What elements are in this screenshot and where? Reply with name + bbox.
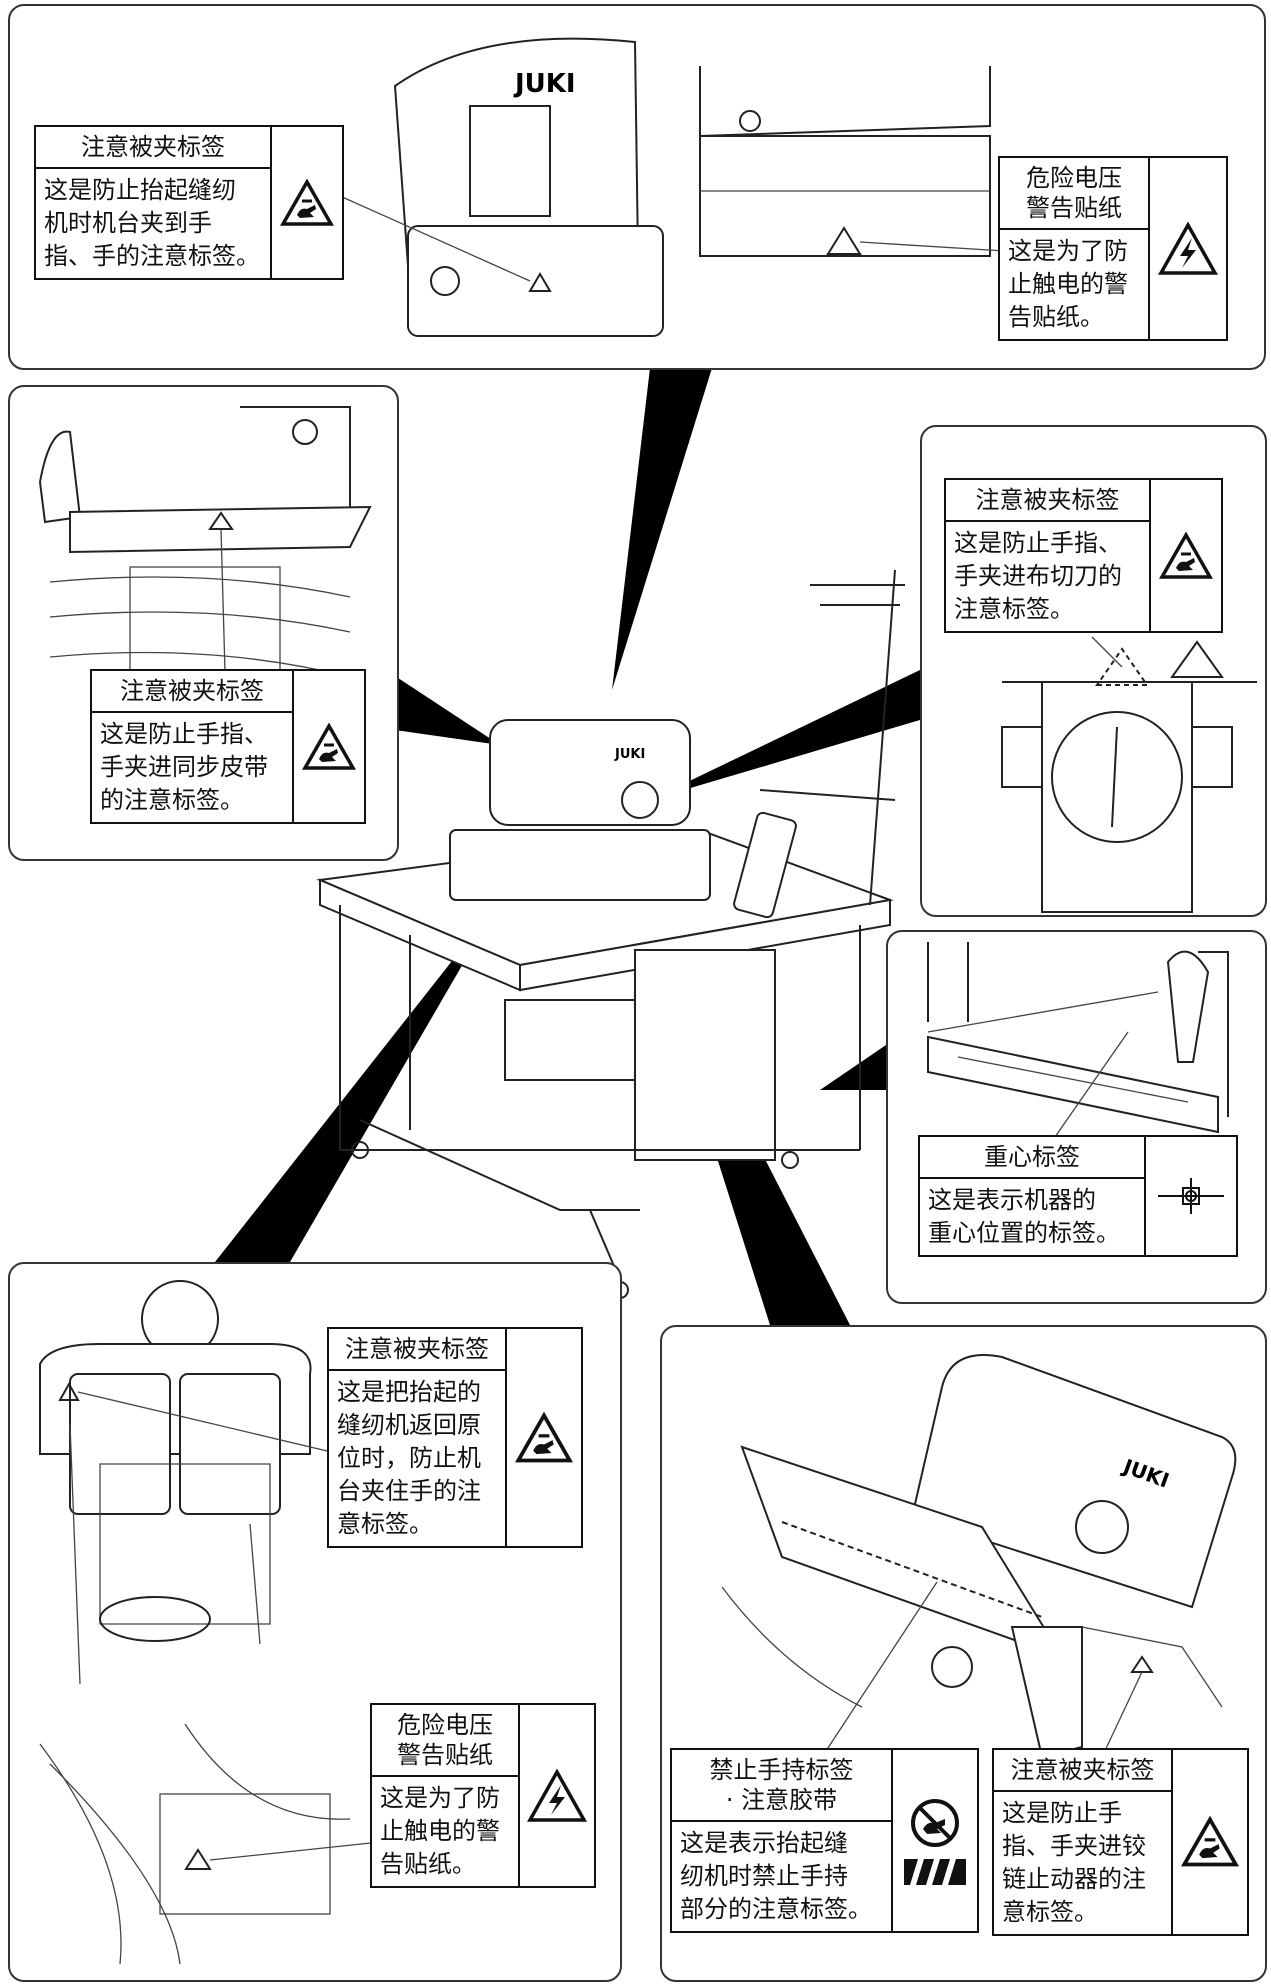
label-body: 这是表示机器的 重心位置的标签。 [920, 1179, 1146, 1255]
hand-pinch-warning-icon [1159, 531, 1213, 579]
hand-pinch-warning-icon [280, 178, 334, 226]
panel-gravity-illustration [927, 942, 1229, 1148]
label-body: 这是为了防 止触电的警 告贴纸。 [372, 1777, 520, 1886]
panel-top-illustration: JUKI [339, 37, 1006, 337]
label-bottom-left-upper: 注意被夹标签 这是把抬起的 缝纫机返回原 位时，防止机 台夹住手的注 意标签。 [327, 1327, 583, 1548]
head-brand: JUKI [513, 69, 576, 99]
wedge-bottom-left [215, 900, 500, 1262]
label-title: 危险电压 警告贴纸 [1000, 158, 1150, 230]
label-title: 重心标签 [920, 1137, 1146, 1179]
hand-pinch-warning-icon [1181, 1816, 1239, 1867]
label-top-right: 危险电压 警告贴纸 这是为了防 止触电的警 告贴纸。 [998, 156, 1228, 341]
wedge-mid-right [650, 670, 920, 800]
label-title: 注意被夹标签 [36, 127, 272, 169]
label-title: 注意被夹标签 [329, 1329, 507, 1371]
panel-bottom-left-illustration [39, 1280, 381, 1965]
high-voltage-warning-icon [1158, 221, 1218, 275]
center-of-gravity-icon [1158, 1178, 1224, 1214]
label-top-left: 注意被夹标签 这是防止抬起缝纫 机时机台夹到手 指、手的注意标签。 [34, 125, 344, 280]
wedge-top [612, 368, 712, 690]
panel-bottom-left [8, 1262, 622, 1982]
pinch-location-marker [528, 272, 552, 292]
label-bottom-right-left: 禁止手持标签 · 注意胶带 这是表示抬起缝 纫机时禁止手持 部分的注意标签。 [670, 1748, 979, 1933]
label-title: 禁止手持标签 · 注意胶带 [672, 1750, 893, 1822]
wedge-right-gravity [820, 1045, 886, 1090]
label-body: 这是表示抬起缝 纫机时禁止手持 部分的注意标签。 [672, 1822, 893, 1931]
label-gravity: 重心标签 这是表示机器的 重心位置的标签。 [918, 1135, 1238, 1257]
voltage-location-marker [826, 226, 862, 255]
label-mid-left: 注意被夹标签 这是防止手指、 手夹进同步皮带 的注意标签。 [90, 669, 366, 824]
panel-mid-left-illustration [38, 406, 372, 708]
hand-pinch-warning-icon [302, 722, 356, 770]
panel-bottom-right-illustration: JUKI [721, 1354, 1237, 1759]
detail-highlight-ring [99, 1596, 211, 1642]
panel-mid-right-illustration [1001, 636, 1257, 913]
wedge-mid-left [395, 676, 500, 745]
label-title: 注意被夹标签 [994, 1750, 1173, 1792]
label-body: 这是防止手 指、手夹进铰 链止动器的注 意标签。 [994, 1792, 1173, 1934]
no-hand-hold-prohibition-icon [911, 1798, 959, 1847]
label-title: 注意被夹标签 [92, 671, 294, 713]
hand-pinch-warning-icon [515, 1411, 573, 1462]
return-pinch-marker [58, 1381, 80, 1401]
label-bottom-left-lower: 危险电压 警告贴纸 这是为了防 止触电的警 告贴纸。 [370, 1703, 596, 1888]
label-body: 这是防止手指、 手夹进布切刀的 注意标签。 [946, 522, 1151, 631]
high-voltage-warning-icon [527, 1768, 587, 1822]
label-title: 危险电压 警告贴纸 [372, 1705, 520, 1777]
label-title: 注意被夹标签 [946, 480, 1151, 522]
label-body: 这是为了防 止触电的警 告贴纸。 [1000, 230, 1150, 339]
voltage-location-marker-2 [184, 1848, 212, 1870]
caution-tape-icon [904, 1858, 966, 1885]
machine-brand: JUKI [614, 747, 645, 762]
hinge-pinch-marker [1130, 1655, 1154, 1673]
label-mid-right: 注意被夹标签 这是防止手指、 手夹进布切刀的 注意标签。 [944, 478, 1223, 633]
label-body: 这是把抬起的 缝纫机返回原 位时，防止机 台夹住手的注 意标签。 [329, 1371, 507, 1546]
label-body: 这是防止手指、 手夹进同步皮带 的注意标签。 [92, 713, 294, 822]
label-bottom-right-right: 注意被夹标签 这是防止手 指、手夹进铰 链止动器的注 意标签。 [992, 1748, 1249, 1936]
label-body: 这是防止抬起缝纫 机时机台夹到手 指、手的注意标签。 [36, 169, 272, 278]
